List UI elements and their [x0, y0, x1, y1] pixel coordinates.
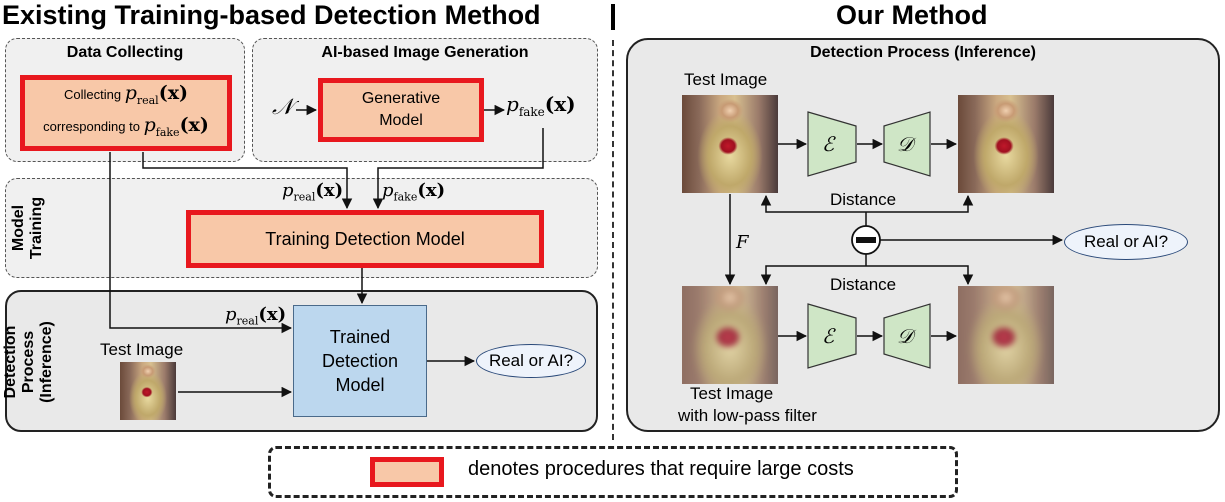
right-title: Our Method [836, 0, 988, 30]
training-input-real: preal(x) [282, 180, 344, 204]
legend-box [268, 446, 958, 498]
trained-detection-model-box: Trained Detection Model [293, 305, 427, 417]
ai-generation-label: AI-based Image Generation [321, 44, 529, 61]
right-panel-label: Detection Process (Inference) [810, 44, 1036, 61]
left-detection-label: Detection Process (Inference) [2, 321, 55, 403]
lowpass-test-image [682, 286, 778, 384]
data-collecting-line1: Collecting preal(x) [64, 81, 188, 113]
vertical-divider [612, 40, 614, 440]
data-collecting-line2: corresponding to pfake(x) [43, 113, 209, 145]
left-output-oval: Real or AI? [476, 344, 586, 378]
left-test-image-label: Test Image [100, 340, 184, 359]
training-detection-model-box: Training Detection Model [186, 210, 544, 268]
legend-cost-swatch [370, 457, 444, 487]
distance-bottom-label: Distance [830, 275, 897, 294]
distance-top-label: Distance [830, 190, 897, 209]
right-output-oval: Real or AI? [1064, 224, 1188, 260]
left-title: Existing Training-based Detection Method [2, 0, 541, 30]
detection-input-real: preal(x) [225, 304, 287, 328]
data-collecting-label: Data Collecting [66, 44, 184, 61]
right-test-image [682, 95, 778, 193]
filter-symbol: F [736, 232, 749, 253]
title-divider [611, 4, 615, 30]
generative-model-box: Generative Model [318, 78, 484, 142]
data-collecting-text1: Collecting [63, 87, 122, 103]
data-collecting-box: Collecting preal(x) corresponding to pfa… [20, 75, 232, 151]
p-real-symbol: preal(x) [124, 82, 189, 107]
lowpass-reconstructed-image [958, 286, 1054, 384]
training-input-fake: pfake(x) [382, 180, 446, 204]
noise-symbol: 𝒩 [272, 95, 294, 120]
data-collecting-text2: corresponding to [43, 119, 140, 134]
p-fake-output: pfake(x) [506, 92, 576, 119]
legend-text: denotes procedures that require large co… [468, 458, 854, 480]
lowpass-label-line1: Test Image [690, 384, 774, 403]
right-test-image-label: Test Image [684, 70, 768, 89]
p-fake-symbol: pfake(x) [143, 114, 209, 139]
model-training-label: Model Training [10, 196, 45, 260]
right-reconstructed-image [958, 95, 1054, 193]
lowpass-label-line2: with low-pass filter [678, 406, 817, 425]
left-test-image [120, 362, 176, 420]
